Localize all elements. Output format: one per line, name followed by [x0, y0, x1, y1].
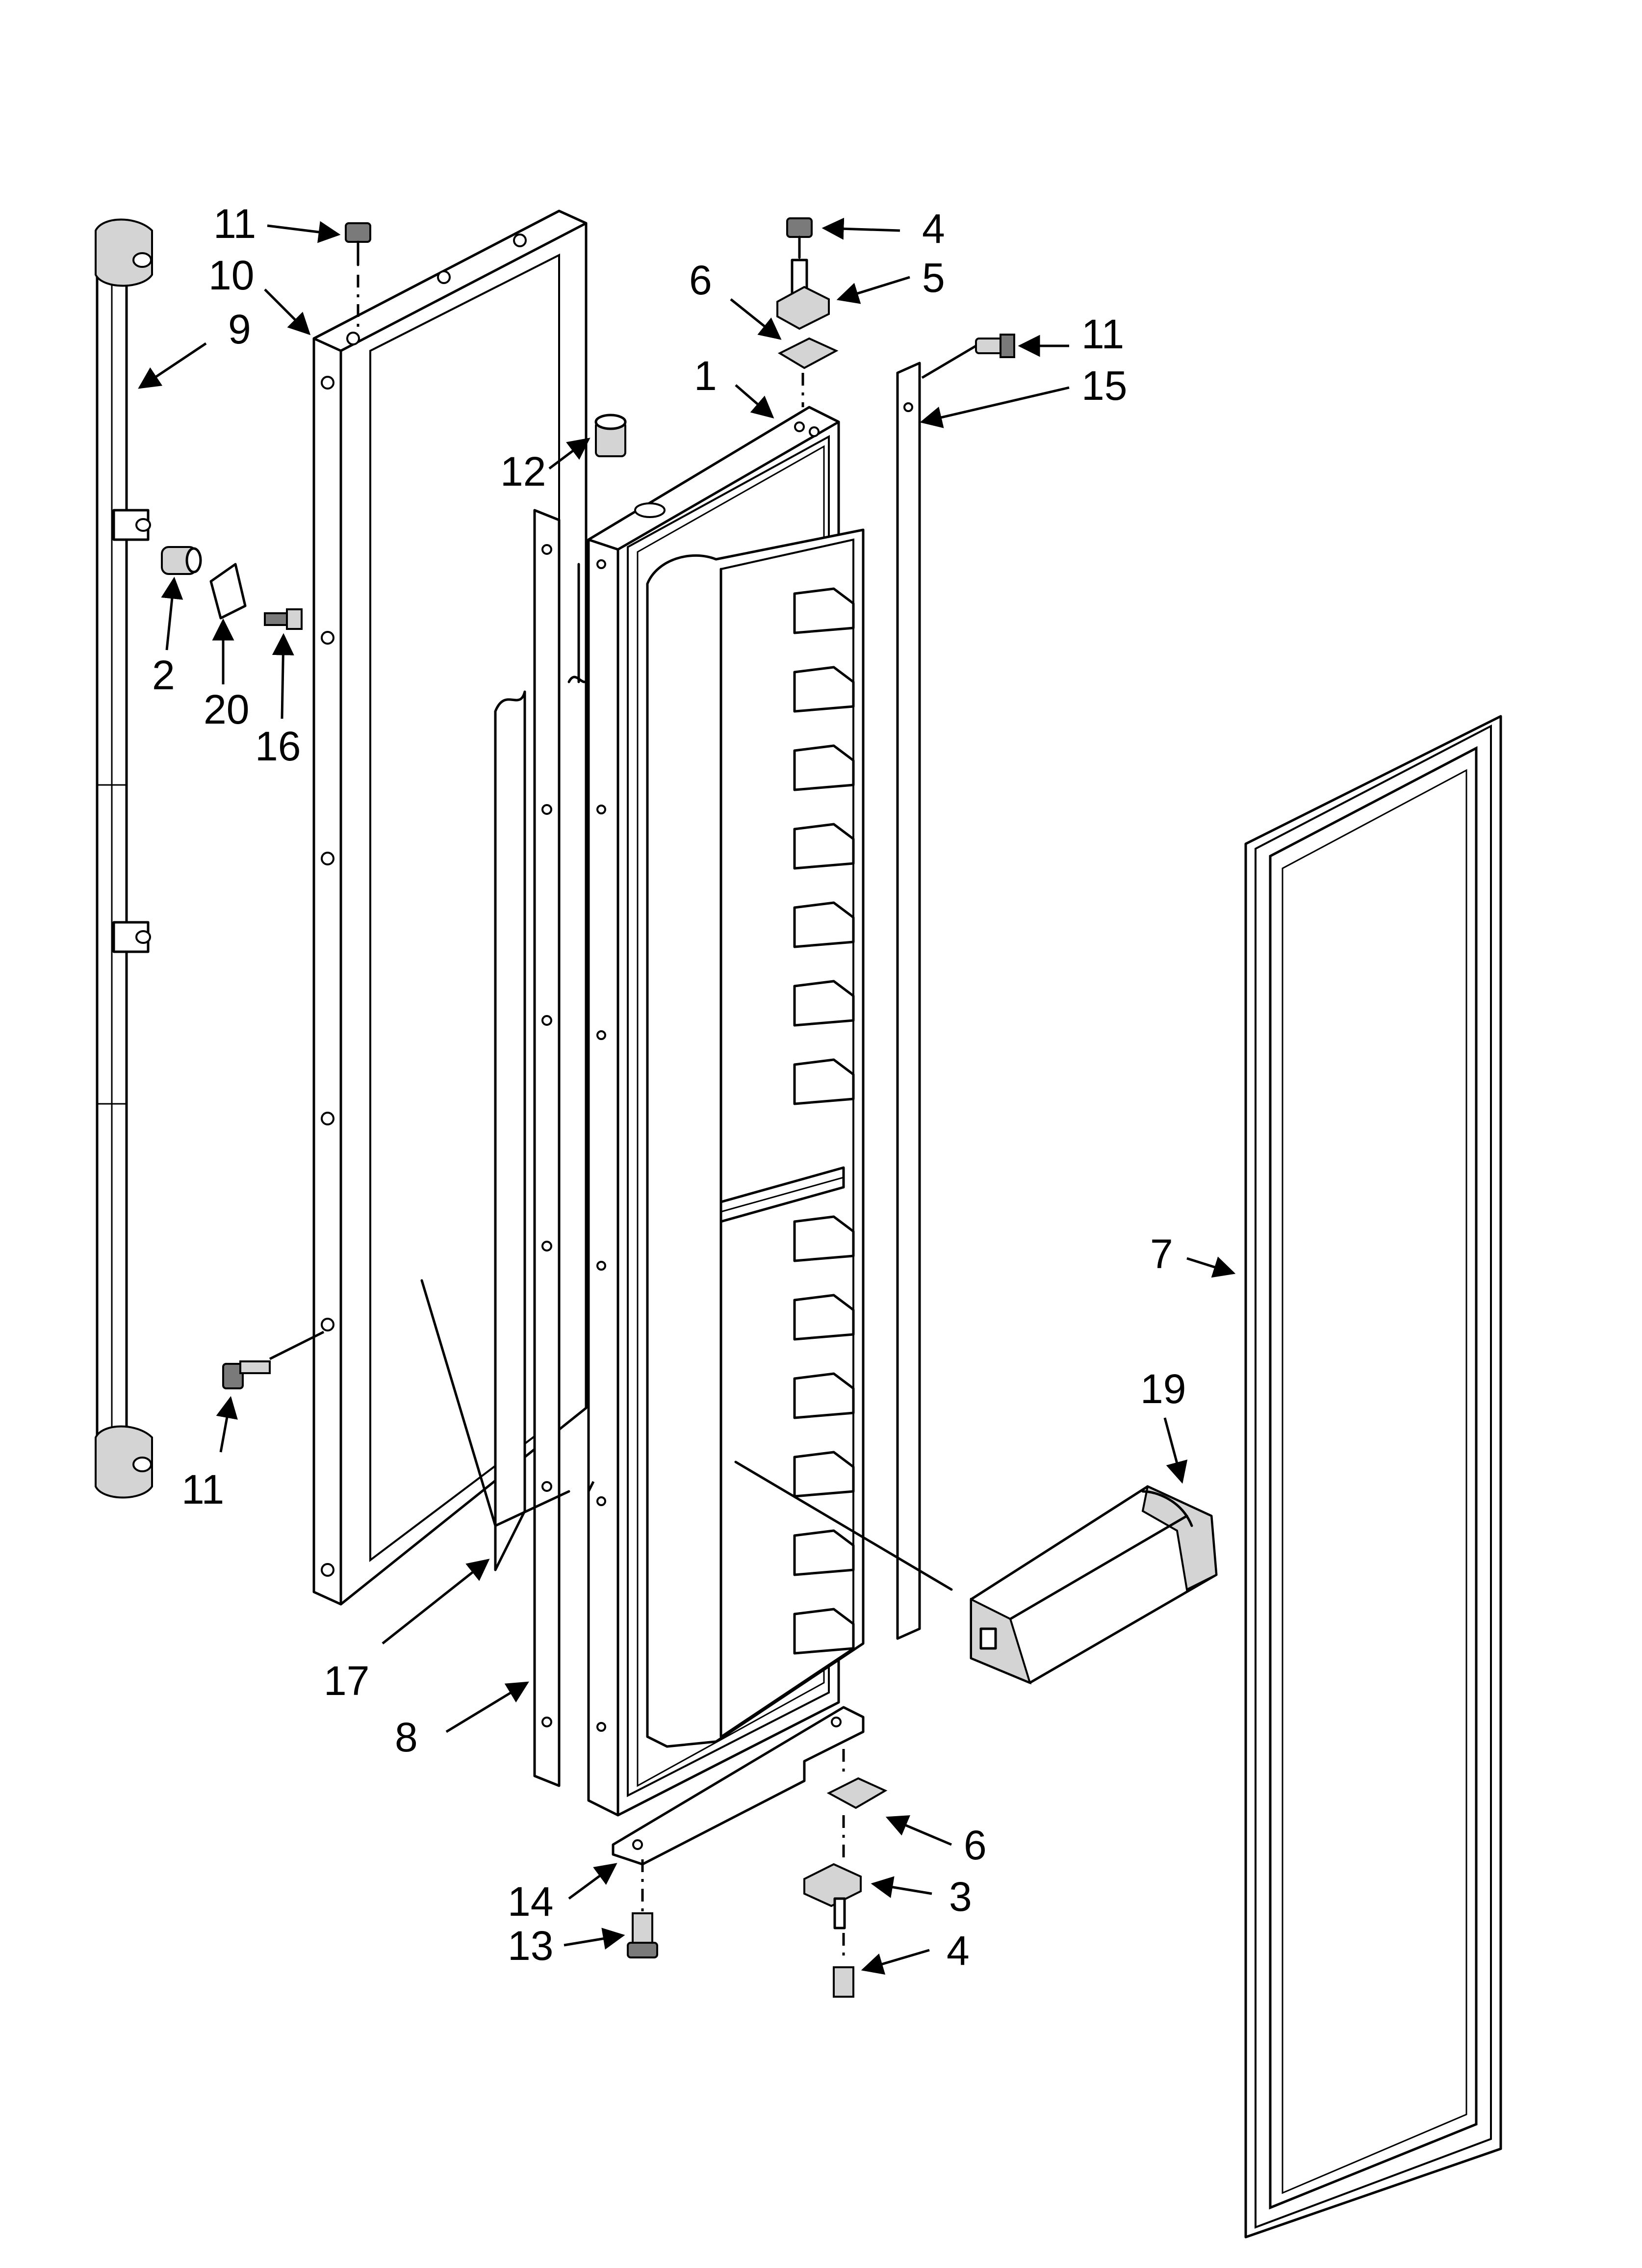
callout-20: 20	[204, 686, 249, 732]
lower-left-screw	[222, 1330, 325, 1389]
gasket-strip-part	[494, 509, 590, 1787]
screw-part	[264, 608, 303, 630]
callout-6-bottom: 6	[964, 1822, 987, 1868]
panel-leader-line	[420, 1279, 570, 1527]
callout-10: 10	[208, 252, 254, 298]
bottom-channel-screw	[627, 1859, 658, 1958]
callout-1: 1	[694, 353, 717, 399]
callout-12: 12	[500, 448, 546, 495]
bottom-hinge-hardware	[803, 1749, 888, 1998]
top-hinge-hardware	[776, 217, 839, 407]
callout-11-top-right: 11	[1081, 311, 1124, 357]
callout-8: 9	[228, 306, 251, 352]
callout-labels: 11 10 9 6 1 12 4 5 11 15 2 20 16 11 7 19…	[152, 201, 1186, 1974]
callout-11-lower-left: 11	[181, 1466, 224, 1512]
callout-11-top-left: 11	[213, 201, 256, 247]
edge-strip-part	[896, 362, 921, 1640]
bin-leader-line	[734, 1460, 953, 1591]
callout-3: 3	[949, 1874, 972, 1920]
outer-gasket-part	[1244, 715, 1502, 2239]
callout-17: 17	[324, 1658, 369, 1704]
callout-6-top: 6	[689, 257, 712, 303]
callout-7: 7	[1150, 1231, 1173, 1277]
shim-part	[209, 563, 247, 620]
callout-13: 13	[508, 1923, 553, 1969]
callout-5: 5	[922, 255, 945, 301]
callout-9: 8	[395, 1714, 418, 1760]
callout-16: 16	[255, 723, 301, 769]
leader-arrows	[138, 217, 1236, 1975]
bushing-part	[161, 546, 202, 575]
plug-part	[594, 414, 627, 457]
callout-4-bottom: 4	[947, 1928, 970, 1974]
callout-4-top: 4	[922, 206, 945, 252]
hinge-rod-part	[95, 218, 153, 1499]
callout-14: 14	[508, 1878, 553, 1925]
callout-15: 15	[1081, 363, 1127, 409]
top-right-screw	[921, 334, 1015, 379]
callout-2: 2	[152, 652, 175, 698]
callout-19: 19	[1140, 1366, 1186, 1412]
bottom-channel-part	[612, 1706, 865, 1866]
door-bin-part	[970, 1485, 1218, 1685]
top-left-screw	[345, 222, 371, 329]
shelf-tabs	[793, 587, 855, 1655]
